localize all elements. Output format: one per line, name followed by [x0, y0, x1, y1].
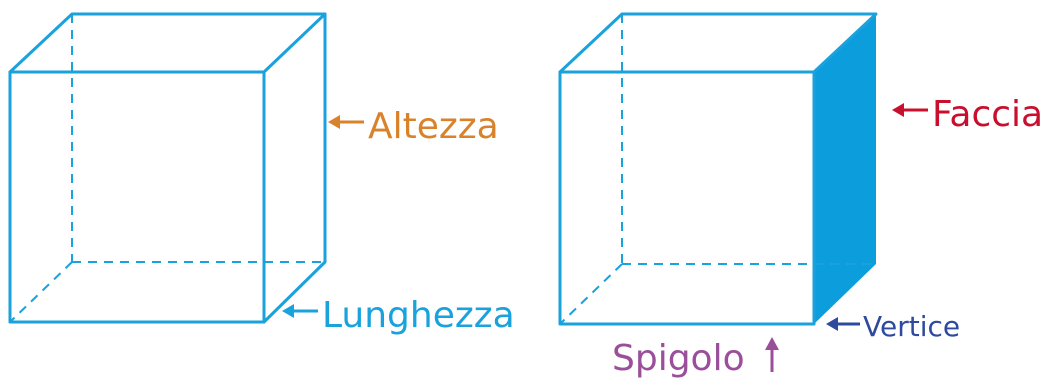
- right-cube-shaded-face: [814, 14, 876, 324]
- faccia-annotation: Faccia: [892, 94, 1043, 135]
- lunghezza-arrow-head-icon: [282, 304, 294, 318]
- right-cube-front-face: [558, 70, 816, 326]
- faccia-arrow-head-icon: [892, 103, 904, 117]
- left-cube-hidden-depth-edge: [9, 261, 73, 323]
- left-cube-top-face-edges: [8, 12, 327, 74]
- right-cube: [558, 12, 878, 326]
- altezza-label: Altezza: [368, 106, 499, 147]
- spigolo-annotation: Spigolo: [612, 337, 779, 379]
- lunghezza-label: Lunghezza: [322, 295, 515, 336]
- spigolo-arrow-head-icon: [765, 337, 779, 350]
- vertice-annotation: Vertice: [826, 310, 960, 343]
- altezza-annotation: Altezza: [328, 106, 499, 147]
- vertice-label: Vertice: [863, 310, 960, 343]
- faccia-label: Faccia: [932, 94, 1043, 135]
- left-cube: [8, 12, 327, 324]
- right-cube-top-face-edges: [558, 12, 878, 74]
- right-cube-hidden-depth-edge: [559, 263, 623, 325]
- lunghezza-annotation: Lunghezza: [282, 295, 515, 336]
- spigolo-label: Spigolo: [612, 338, 745, 379]
- left-cube-right-face-edges: [262, 12, 327, 324]
- altezza-arrow-head-icon: [328, 115, 340, 129]
- vertice-arrow-head-icon: [826, 317, 838, 331]
